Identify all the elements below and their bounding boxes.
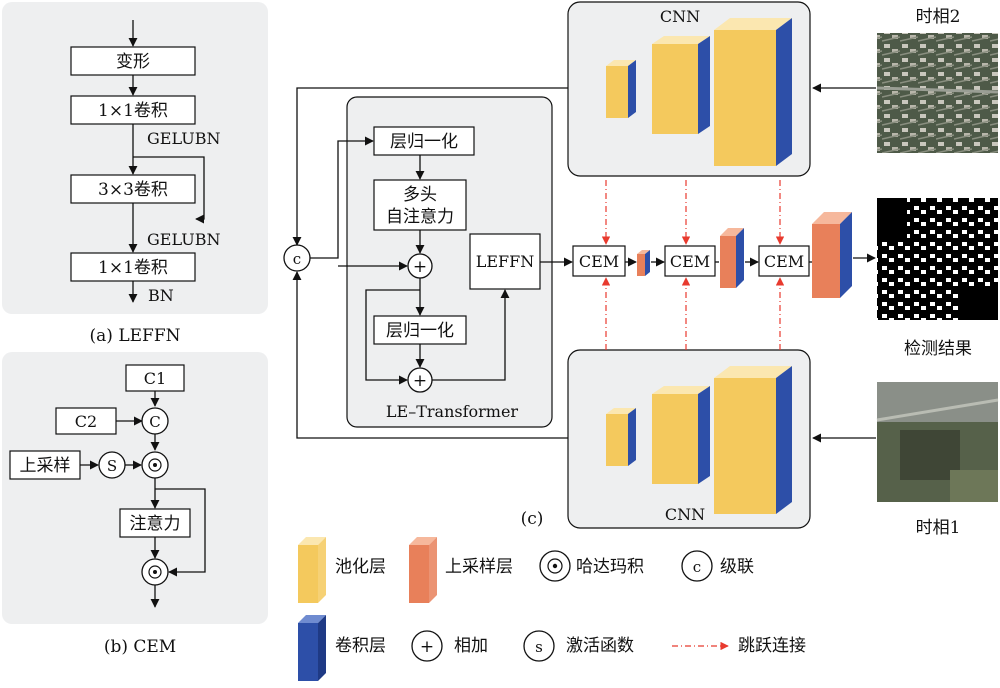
mhsa-label-1: 多头	[403, 185, 437, 205]
conv3x3-label: 3×3卷积	[98, 180, 168, 200]
cnn-top-block-2	[652, 36, 710, 134]
legend-activation-symbol: s	[535, 638, 543, 656]
transformer-label: LE–Transformer	[386, 402, 519, 421]
upsample-label: 上采样	[20, 456, 71, 476]
cnn-top-block-3	[714, 18, 792, 166]
gelubn2-label: GELUBN	[147, 230, 220, 249]
leffn-caption: (a) LEFFN	[90, 326, 181, 346]
cem-panel: C1 C2 C 上采样 S 注意力	[2, 352, 268, 624]
attention-label: 注意力	[130, 514, 181, 534]
layernorm-1-label: 层归一化	[390, 132, 458, 152]
conv1x1-label: 1×1卷积	[98, 101, 168, 121]
legend-pool-swatch	[298, 537, 326, 603]
cem-2-label: CEM	[670, 252, 710, 271]
upsample-block-1	[637, 250, 650, 276]
cnn-bottom-label: CNN	[665, 505, 705, 524]
conv1x1b-label: 1×1卷积	[98, 258, 168, 278]
concat-main-symbol: c	[293, 250, 301, 268]
legend-hadamard-label: 哈达玛积	[576, 557, 644, 577]
legend-add-icon	[411, 630, 443, 662]
layernorm-1-box	[373, 126, 475, 156]
cem-1-box	[572, 245, 626, 277]
legend-cascade-icon	[681, 550, 713, 582]
bn-label: BN	[148, 286, 174, 305]
legend-conv-swatch	[298, 615, 326, 681]
cnn-top-label: CNN	[660, 7, 700, 26]
cnn-bottom-block-3	[714, 366, 792, 514]
cem-1-label: CEM	[579, 252, 619, 271]
cnn-bottom: CNN	[567, 349, 811, 529]
svg-text:+: +	[413, 257, 427, 277]
legend-conv-label: 卷积层	[335, 636, 386, 656]
layernorm-2-box	[373, 315, 467, 345]
cem-chain: CEM CEM CEM	[572, 212, 876, 298]
c1-label: C1	[144, 369, 166, 388]
concat-symbol: C	[149, 413, 160, 431]
reshape-label: 变形	[116, 52, 150, 72]
cnn-top: CNN	[567, 1, 811, 177]
upsample-block-2	[720, 228, 744, 288]
cnn-top-block-1	[606, 60, 636, 118]
cem-3-box	[758, 245, 810, 277]
skip-connections	[601, 180, 785, 350]
image-time1	[876, 382, 999, 502]
cem-2-box	[664, 245, 716, 277]
cem-3-label: CEM	[764, 252, 804, 271]
leffn-label: LEFFN	[476, 252, 535, 271]
legend-activation-icon	[523, 630, 555, 662]
svg-text:+: +	[413, 371, 427, 391]
c2-label: C2	[75, 412, 97, 431]
mhsa-box	[373, 179, 467, 231]
legend-pool-label: 池化层	[335, 557, 386, 577]
legend-upsample-swatch	[409, 537, 437, 603]
legend-add-label: 相加	[454, 636, 488, 656]
sigmoid-symbol: S	[107, 457, 117, 475]
gelubn1-label: GELUBN	[147, 129, 220, 148]
reshape-box	[70, 46, 196, 76]
legend-add-symbol: +	[420, 637, 434, 657]
result-label: 检测结果	[904, 339, 972, 359]
conv1x1-box	[70, 95, 196, 125]
layernorm-2-label: 层归一化	[386, 321, 454, 341]
c1-box	[125, 364, 185, 392]
legend-upsample-label: 上采样层	[445, 557, 513, 577]
legend-activation-label: 激活函数	[566, 636, 634, 656]
time1-label: 时相1	[916, 518, 961, 538]
cnn-bottom-block-1	[606, 408, 636, 466]
cem-caption: (b) CEM	[104, 637, 176, 657]
main-routing: c	[283, 87, 573, 439]
main-caption: (c)	[521, 509, 544, 529]
time2-label: 时相2	[916, 7, 961, 27]
upsample-block-3	[812, 212, 852, 298]
leffn-panel: 变形 1×1卷积 GELUBN 3×3卷积 GELUBN 1×1卷积 BN	[2, 2, 268, 314]
c2-box	[55, 407, 117, 435]
cnn-bottom-block-2	[652, 386, 710, 484]
legend-cascade-symbol: c	[693, 558, 701, 576]
legend: 池化层 上采样层 哈达玛积 c 级联 卷积层 + 相加 s 激活函数 跳跃连接	[298, 537, 806, 681]
mhsa-label-2: 自注意力	[386, 207, 454, 227]
le-transformer: 层归一化 多头 自注意力 + 层归一化 + LEFFN LE–Transform…	[346, 96, 553, 428]
image-result	[877, 198, 998, 320]
legend-skip-label: 跳跃连接	[738, 636, 806, 656]
legend-cascade-label: 级联	[720, 557, 754, 577]
image-time2	[876, 33, 999, 153]
